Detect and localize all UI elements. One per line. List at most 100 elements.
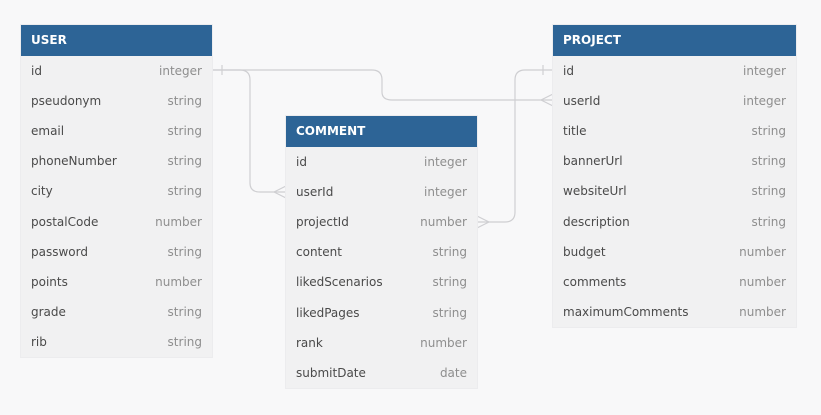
field-type: number (420, 215, 467, 230)
field-name: city (31, 184, 53, 199)
field-type: integer (743, 94, 786, 109)
field-name: id (296, 155, 307, 170)
field-type: string (167, 154, 202, 169)
field-name: title (563, 124, 587, 139)
field-name: postalCode (31, 214, 99, 229)
user-field-row-rib[interactable]: rib string (21, 327, 212, 357)
field-type: string (751, 154, 786, 169)
field-name: maximumComments (563, 304, 689, 319)
field-type: string (167, 184, 202, 199)
project-field-row-bannerUrl[interactable]: bannerUrl string (553, 146, 796, 176)
comment-table[interactable]: COMMENT id integer userId integer projectId n… (286, 116, 477, 388)
field-name: userId (563, 94, 601, 109)
field-type: string (751, 124, 786, 139)
field-name: id (563, 64, 574, 79)
field-type: integer (743, 64, 786, 79)
project-field-row-websiteUrl[interactable]: websiteUrl string (553, 176, 796, 206)
user-field-row-password[interactable]: password string (21, 237, 212, 267)
user-field-row-email[interactable]: email string (21, 116, 212, 146)
field-name: password (31, 244, 88, 259)
field-name: budget (563, 244, 606, 259)
field-name: email (31, 124, 65, 139)
link-project-comment-many-marker (476, 215, 490, 229)
user-table[interactable]: USER id integer pseudonym string email string… (21, 25, 212, 357)
field-type: string (751, 214, 786, 229)
field-name: rib (31, 334, 47, 349)
field-type: number (420, 335, 467, 350)
link-user-comment-many-marker (273, 185, 287, 199)
user-field-row-pseudonym[interactable]: pseudonym string (21, 86, 212, 116)
project-field-row-title[interactable]: title string (553, 116, 796, 146)
project-field-row-comments[interactable]: comments number (553, 267, 796, 297)
field-type: string (167, 334, 202, 349)
comment-field-row-likedPages[interactable]: likedPages string (286, 297, 477, 327)
field-name: points (31, 274, 68, 289)
field-type: integer (424, 185, 467, 200)
project-field-row-id[interactable]: id integer (553, 56, 796, 86)
comment-table-rows: id integer userId integer projectId number con… (286, 147, 477, 388)
field-type: string (167, 304, 202, 319)
field-type: string (432, 275, 467, 290)
field-name: websiteUrl (563, 184, 627, 199)
user-field-row-points[interactable]: points number (21, 267, 212, 297)
field-name: comments (563, 274, 627, 289)
field-type: string (751, 184, 786, 199)
link-project-comment (476, 65, 553, 229)
comment-field-row-content[interactable]: content string (286, 237, 477, 267)
field-type: string (432, 305, 467, 320)
field-type: integer (159, 64, 202, 79)
project-field-row-budget[interactable]: budget number (553, 237, 796, 267)
comment-field-row-id[interactable]: id integer (286, 147, 477, 177)
field-name: likedScenarios (296, 275, 383, 290)
link-project-comment-path (477, 69, 553, 223)
field-type: string (167, 124, 202, 139)
field-type: integer (424, 155, 467, 170)
project-table-header[interactable]: PROJECT (553, 25, 796, 56)
user-field-row-id[interactable]: id integer (21, 56, 212, 86)
link-user-project-many-marker (540, 93, 554, 107)
user-field-row-grade[interactable]: grade string (21, 297, 212, 327)
field-type: number (739, 244, 786, 259)
comment-field-row-userId[interactable]: userId integer (286, 177, 477, 207)
field-name: description (563, 214, 630, 229)
field-type: string (432, 245, 467, 260)
comment-field-row-likedScenarios[interactable]: likedScenarios string (286, 267, 477, 297)
link-user-project (212, 69, 554, 107)
field-type: number (155, 274, 202, 289)
field-name: projectId (296, 215, 349, 230)
field-type: string (167, 94, 202, 109)
project-table[interactable]: PROJECT id integer userId integer title strin… (553, 25, 796, 327)
field-name: userId (296, 185, 334, 200)
field-type: number (155, 214, 202, 229)
field-name: bannerUrl (563, 154, 623, 169)
field-name: submitDate (296, 365, 366, 380)
field-name: content (296, 245, 342, 260)
user-field-row-postalCode[interactable]: postalCode number (21, 206, 212, 236)
project-field-row-maximumComments[interactable]: maximumComments number (553, 297, 796, 327)
link-user-project-path (212, 69, 553, 101)
link-user-comment-path (212, 69, 286, 193)
comment-field-row-projectId[interactable]: projectId number (286, 207, 477, 237)
user-field-row-phoneNumber[interactable]: phoneNumber string (21, 146, 212, 176)
field-name: id (31, 64, 42, 79)
comment-field-row-submitDate[interactable]: submitDate date (286, 358, 477, 388)
field-name: likedPages (296, 305, 360, 320)
project-field-row-description[interactable]: description string (553, 206, 796, 236)
user-table-header[interactable]: USER (21, 25, 212, 56)
field-name: phoneNumber (31, 154, 117, 169)
field-type: number (739, 304, 786, 319)
link-user-comment (212, 65, 287, 199)
field-type: date (439, 365, 467, 380)
user-field-row-city[interactable]: city string (21, 176, 212, 206)
field-name: grade (31, 304, 66, 319)
field-name: rank (296, 335, 323, 350)
comment-field-row-rank[interactable]: rank number (286, 328, 477, 358)
field-type: number (739, 274, 786, 289)
field-type: string (167, 244, 202, 259)
field-name: pseudonym (31, 94, 102, 109)
project-field-row-userId[interactable]: userId integer (553, 86, 796, 116)
comment-table-header[interactable]: COMMENT (286, 116, 477, 147)
